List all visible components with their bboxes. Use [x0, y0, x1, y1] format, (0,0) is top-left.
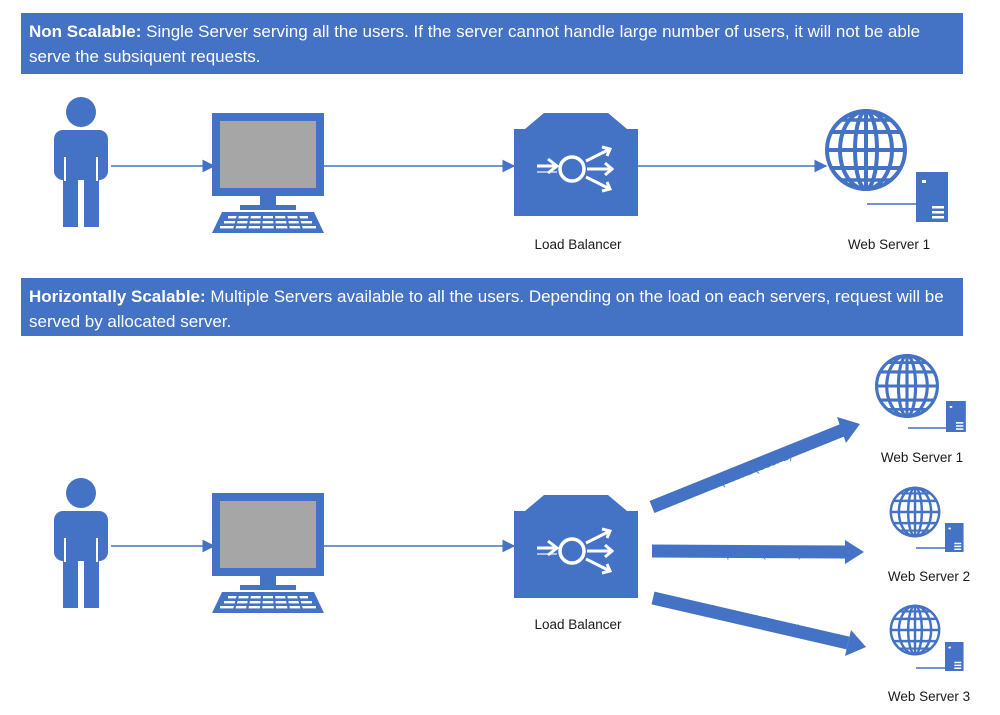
non-scalable-diagram: [54, 97, 948, 235]
user-icon-2: [54, 478, 108, 608]
request-arrow-2: [651, 540, 864, 564]
request-label-2: Request 2 (User 2): [709, 548, 802, 560]
server-tower-icon: [916, 172, 948, 222]
horizontal-scalable-description: Multiple Servers available to all the us…: [29, 287, 944, 331]
server-tower-icon-2: [945, 523, 964, 552]
globe-icon-1: [875, 354, 939, 418]
request-arrow-1: [649, 417, 860, 514]
globe-icon-3: [889, 604, 941, 656]
server-tower-icon-1: [946, 401, 966, 432]
user-icon: [54, 97, 108, 227]
non-scalable-description: Single Server serving all the users. If …: [29, 22, 921, 66]
request-label-1: Request 1 (User 1): [703, 450, 794, 495]
web-server-label-3: Web Server 3: [887, 689, 971, 704]
request-arrow-3: [651, 591, 866, 656]
load-balancer-label-2: Load Balancer: [534, 617, 622, 632]
monitor-icon: [210, 111, 326, 235]
globe-icon: [825, 109, 907, 191]
load-balancer-icon-2: [512, 493, 640, 600]
non-scalable-title: Non Scalable:: [29, 22, 142, 41]
horizontal-scalable-banner: Horizontally Scalable: Multiple Servers …: [21, 278, 963, 336]
web-server-label-1: Web Server 1: [880, 450, 964, 465]
load-balancer-icon: [512, 111, 640, 218]
load-balancer-label: Load Balancer: [534, 237, 622, 252]
horizontal-scalable-diagram: Request 1 (User 1) Request 2 (User 2) Re…: [54, 354, 966, 671]
non-scalable-banner: Non Scalable: Single Server serving all …: [21, 13, 963, 74]
web-server-label-2: Web Server 2: [887, 569, 971, 584]
web-server-label: Web Server 1: [847, 237, 931, 252]
server-tower-icon-3: [945, 642, 964, 671]
monitor-icon-2: [210, 491, 326, 615]
globe-icon-2: [889, 486, 941, 538]
horizontal-scalable-title: Horizontally Scalable:: [29, 287, 206, 306]
